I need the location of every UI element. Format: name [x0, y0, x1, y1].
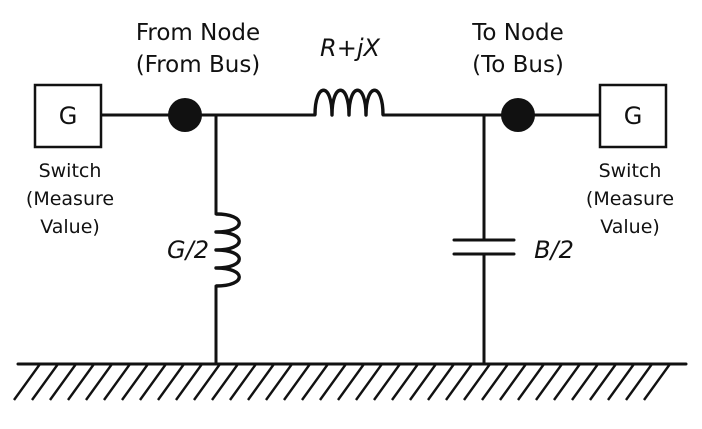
ground-hatch-mark — [85, 363, 113, 401]
series-inductor — [313, 88, 385, 117]
ground-hatch-mark — [103, 363, 131, 401]
ground-hatch-mark — [499, 363, 527, 401]
to-node-label-line2: (To Bus) — [472, 52, 564, 78]
ground-hatch-mark — [337, 363, 365, 401]
ground-hatch-mark — [427, 363, 455, 401]
shunt-susceptance-label: B/2 — [534, 236, 574, 264]
ground-hatch-mark — [517, 363, 545, 401]
ground-hatch-mark — [283, 363, 311, 401]
ground-hatch-mark — [373, 363, 401, 401]
from-node-dot — [168, 98, 202, 132]
generator-right-label: G — [624, 102, 643, 130]
ground-hatch-mark — [571, 363, 599, 401]
generator-right: G — [598, 83, 668, 149]
to-node-label-line1: To Node — [471, 20, 564, 46]
ground-hatch-mark — [49, 363, 77, 401]
ground-hatch-mark — [157, 363, 185, 401]
ground-hatch-mark — [139, 363, 167, 401]
generator-left-box — [33, 83, 103, 149]
series-impedance-label: R+jX — [320, 34, 380, 62]
ground-hatch-mark — [625, 363, 653, 401]
ground-hatch-mark — [589, 363, 617, 401]
ground-hatch-mark — [391, 363, 419, 401]
from-node-label-line1: From Node — [136, 20, 260, 46]
ground-hatch-mark — [409, 363, 437, 401]
ground-hatch-mark — [643, 363, 671, 401]
shunt-inductor-g — [214, 212, 241, 288]
generator-right-box — [598, 83, 668, 149]
ground-hatch-mark — [481, 363, 509, 401]
ground-hatch-mark — [607, 363, 635, 401]
ground-hatch-mark — [229, 363, 257, 401]
switch-caption-left-line3: Value) — [40, 216, 100, 238]
ground-hatch-mark — [31, 363, 59, 401]
ground-hatch-mark — [13, 363, 41, 401]
generator-left: G — [33, 83, 103, 149]
ground-hatch — [13, 363, 671, 401]
ground-hatch-mark — [121, 363, 149, 401]
switch-caption-left-line2: (Measure — [26, 188, 114, 210]
ground-hatch-mark — [211, 363, 239, 401]
switch-caption-right-line2: (Measure — [586, 188, 674, 210]
switch-caption-right-line3: Value) — [600, 216, 660, 238]
ground-hatch-mark — [319, 363, 347, 401]
ground — [13, 362, 688, 401]
ground-hatch-mark — [445, 363, 473, 401]
ground-hatch-mark — [553, 363, 581, 401]
ground-hatch-mark — [463, 363, 491, 401]
ground-hatch-mark — [535, 363, 563, 401]
from-node-label-line2: (From Bus) — [136, 52, 261, 78]
ground-hatch-mark — [193, 363, 221, 401]
switch-caption-right-line1: Switch — [599, 160, 662, 182]
ground-hatch-mark — [301, 363, 329, 401]
switch-caption-left-line1: Switch — [39, 160, 102, 182]
ground-hatch-mark — [265, 363, 293, 401]
ground-hatch-mark — [67, 363, 95, 401]
to-node-dot — [501, 98, 535, 132]
ground-hatch-mark — [175, 363, 203, 401]
ground-hatch-mark — [247, 363, 275, 401]
generator-left-label: G — [59, 102, 78, 130]
ground-hatch-mark — [355, 363, 383, 401]
shunt-conductance-label: G/2 — [167, 236, 209, 264]
